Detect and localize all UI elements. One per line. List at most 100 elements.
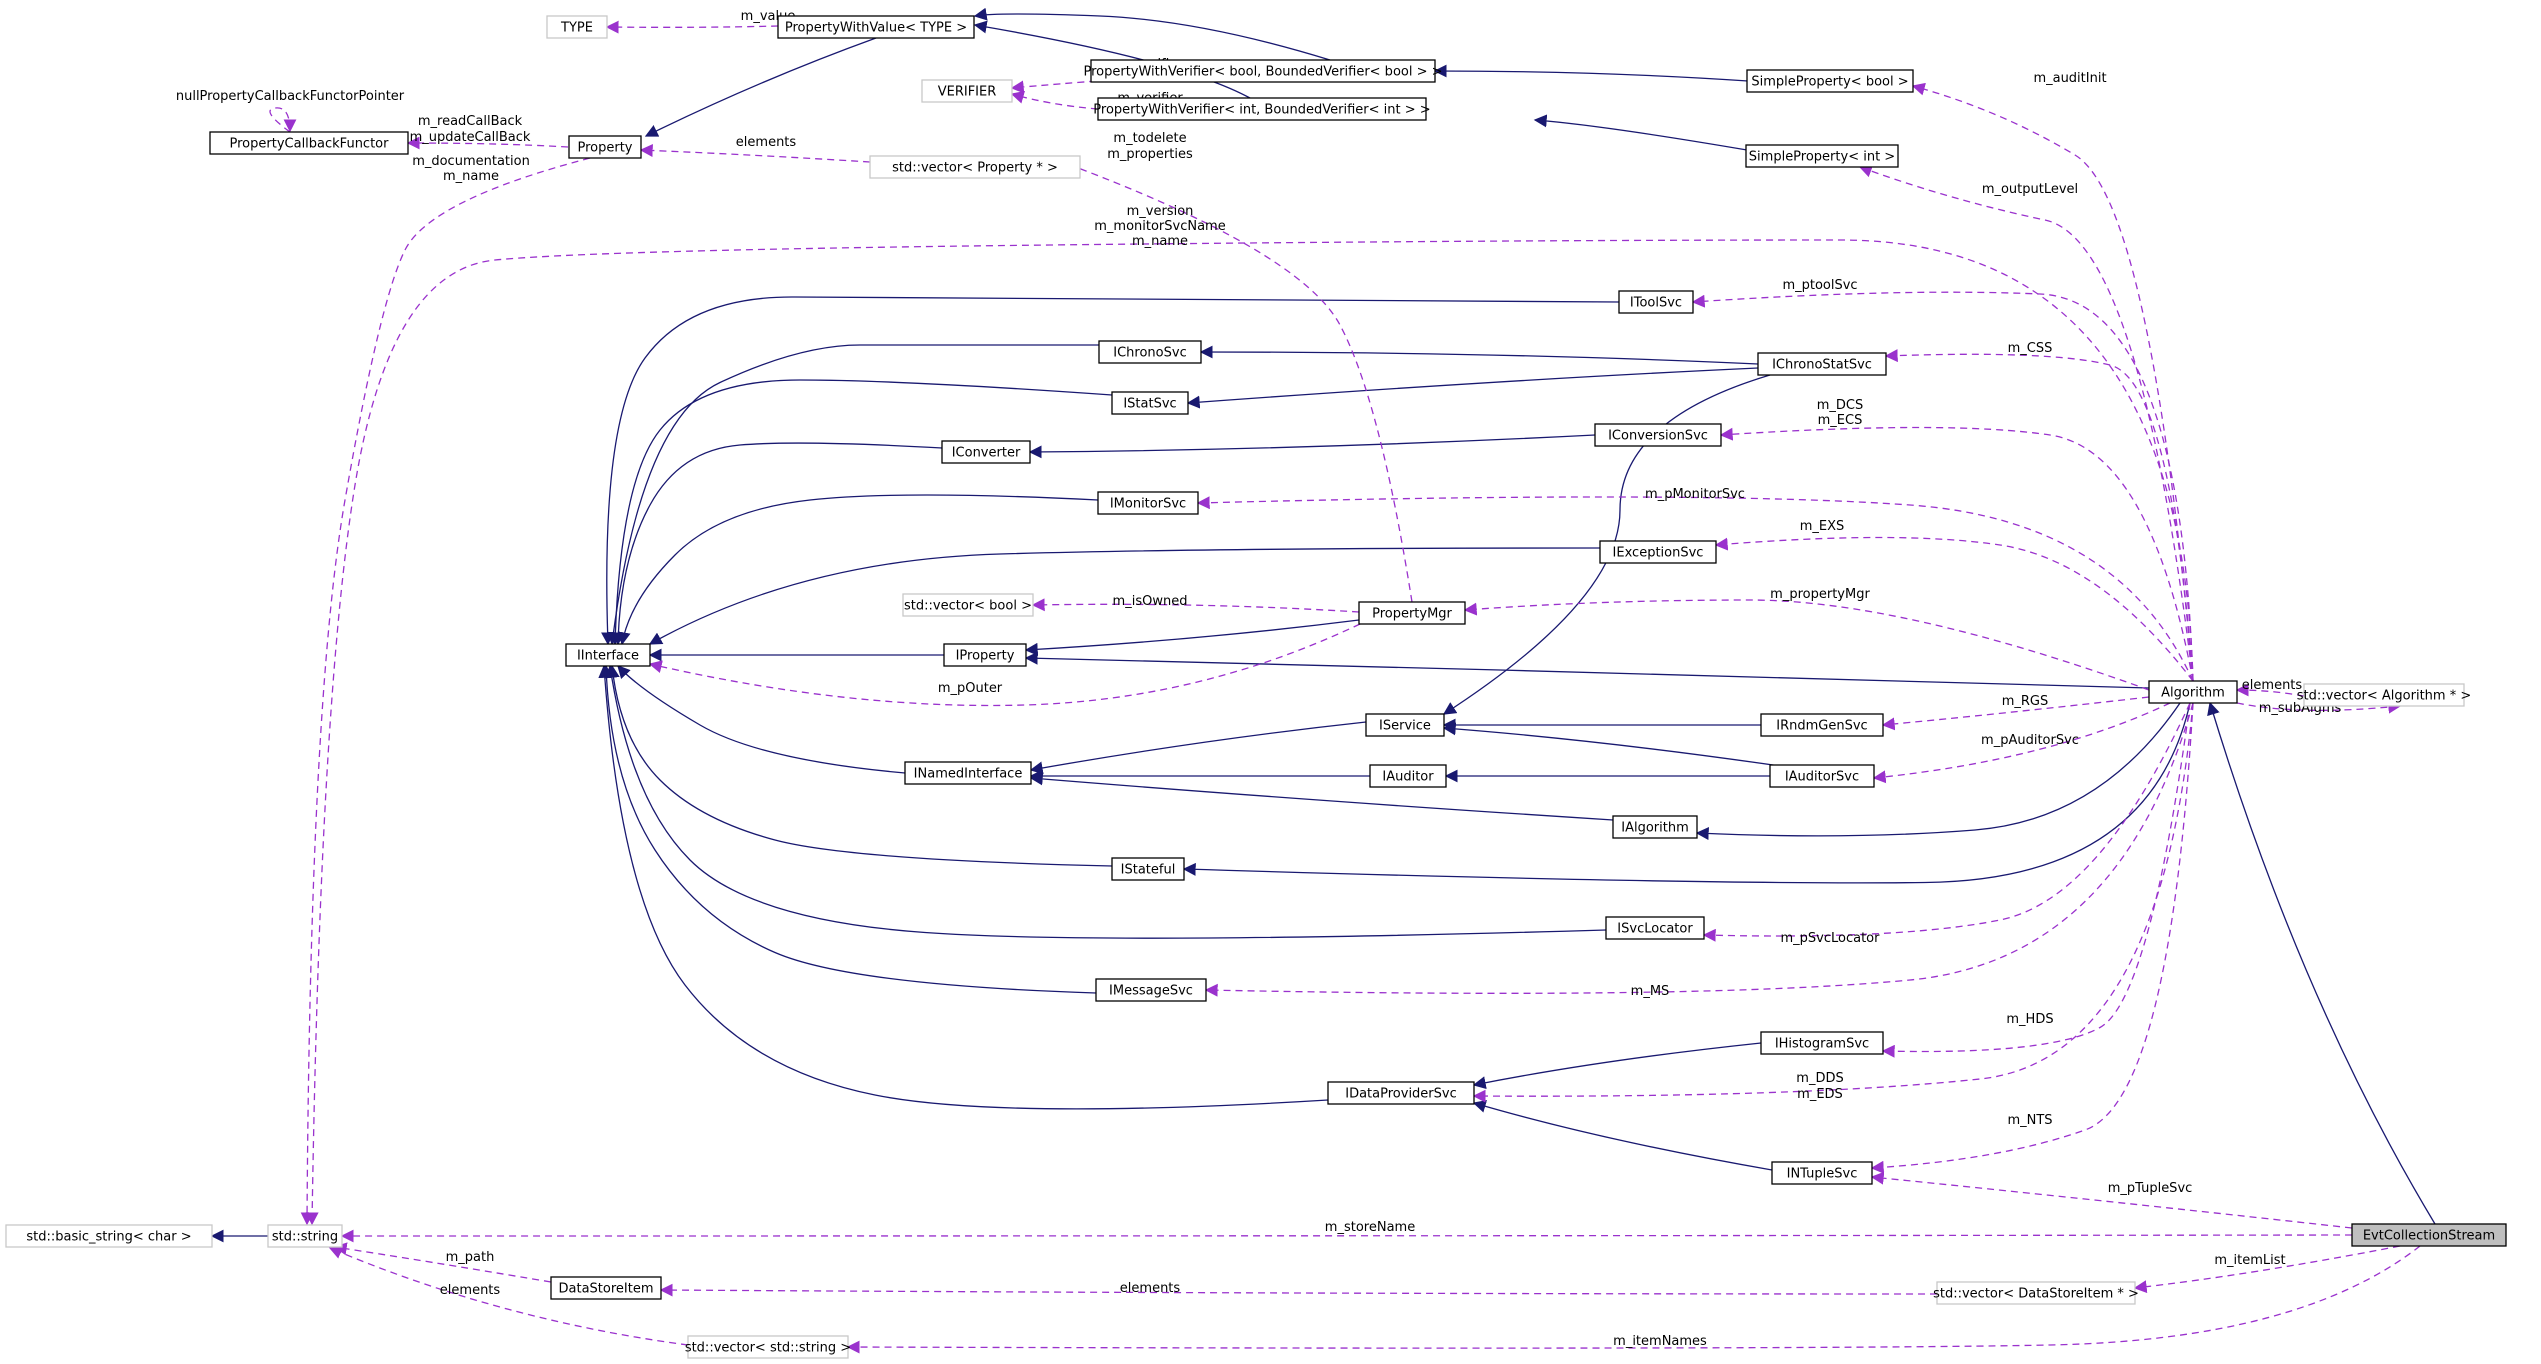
edge-label-m-nts: m_NTS <box>2007 1113 2052 1128</box>
class-node-iinterface[interactable]: IInterface <box>565 643 651 667</box>
class-node-pwvbool[interactable]: PropertyWithVerifier< bool, BoundedVerif… <box>1083 59 1443 83</box>
class-node-isvc-locator[interactable]: ISvcLocator <box>1605 916 1705 940</box>
inheritance-edge-itool-svc-to-iinterface <box>601 296 1620 646</box>
class-box <box>1097 491 1199 515</box>
class-node-algorithm[interactable]: Algorithm <box>2148 680 2238 704</box>
edge-label-m-version: m_version <box>1127 204 1194 219</box>
class-box <box>1095 978 1207 1002</box>
inheritance-edge-ichrono-svc-to-iinterface <box>607 344 1099 646</box>
class-node-basic-string[interactable]: std::basic_string< char > <box>5 1224 213 1248</box>
class-box <box>1599 540 1717 564</box>
class-node-irndm-gen-svc[interactable]: IRndmGenSvc <box>1760 713 1884 737</box>
class-node-simple-property-int[interactable]: SimpleProperty< int > <box>1745 144 1899 168</box>
class-node-data-store-item[interactable]: DataStoreItem <box>550 1276 662 1300</box>
edge-label-m-ms: m_MS <box>1631 984 1670 999</box>
class-node-property[interactable]: Property <box>568 135 642 159</box>
class-name: std::vector< Algorithm * > <box>2297 689 2471 704</box>
class-node-iconversion-svc[interactable]: IConversionSvc <box>1594 423 1722 447</box>
class-name: std::string <box>272 1230 338 1245</box>
inheritance-edge-simple-property-bool-to-pwvbool <box>1433 64 1749 82</box>
class-node-type[interactable]: TYPE <box>546 15 608 39</box>
edge-label-elements: elements <box>440 1283 501 1298</box>
class-node-simple-property-bool[interactable]: SimpleProperty< bool > <box>1746 69 1914 93</box>
class-name: SimpleProperty< bool > <box>1751 75 1908 90</box>
class-box <box>1760 1031 1884 1055</box>
class-node-vector-data-store-item[interactable]: std::vector< DataStoreItem * > <box>1933 1281 2139 1305</box>
class-box <box>1757 352 1887 376</box>
class-box <box>1771 1161 1873 1185</box>
class-node-iconverter[interactable]: IConverter <box>941 440 1031 464</box>
edge-label-m-item-list: m_itemList <box>2214 1253 2285 1268</box>
member-edge-property-with-value-to-type <box>605 20 779 34</box>
class-box <box>1365 713 1445 737</box>
edge-label-m-path: m_path <box>446 1250 495 1265</box>
class-node-property-mgr[interactable]: PropertyMgr <box>1358 601 1466 625</box>
class-node-ichrono-stat-svc[interactable]: IChronoStatSvc <box>1757 352 1887 376</box>
class-node-vector-bool[interactable]: std::vector< bool > <box>902 593 1034 617</box>
class-box <box>1369 764 1447 788</box>
class-name: IStatSvc <box>1123 397 1176 412</box>
edge-label-m-hds: m_HDS <box>2006 1012 2053 1027</box>
class-box <box>943 643 1027 667</box>
class-box <box>1745 144 1899 168</box>
class-node-verifier[interactable]: VERIFIER <box>921 79 1013 103</box>
class-name: ISvcLocator <box>1617 922 1693 937</box>
class-node-vector-algorithm[interactable]: std::vector< Algorithm * > <box>2297 683 2471 707</box>
class-node-intuple-svc[interactable]: INTupleSvc <box>1771 1161 1873 1185</box>
inheritance-edge-imessage-svc-to-iinterface <box>599 664 1097 994</box>
class-node-itool-svc[interactable]: IToolSvc <box>1618 290 1694 314</box>
class-node-property-callback-functor[interactable]: PropertyCallbackFunctor <box>209 131 409 155</box>
class-node-istateful[interactable]: IStateful <box>1111 857 1185 881</box>
edge-labels-layer: m_valuem_verifierm_verifierm_auditInitm_… <box>176 9 2342 1349</box>
inheritance-edge-simple-property-int-to-pwvint <box>1533 114 1748 151</box>
member-edge-vector-property-to-property <box>639 143 871 163</box>
member-edge-property-callback-functor-to-property-callback-functor <box>269 107 297 133</box>
inheritance-edge-evt-collection-stream-to-algorithm <box>2207 701 2436 1225</box>
member-edge-algorithm-to-ichrono-stat-svc <box>1884 349 2194 682</box>
class-node-iauditor[interactable]: IAuditor <box>1369 764 1447 788</box>
class-node-pwvint[interactable]: PropertyWithVerifier< int, BoundedVerifi… <box>1093 97 1431 121</box>
member-edge-property-to-std-string <box>300 157 591 1226</box>
class-name: PropertyMgr <box>1372 607 1452 622</box>
class-node-vector-property[interactable]: std::vector< Property * > <box>869 155 1081 179</box>
class-node-evt-collection-stream[interactable]: EvtCollectionStream <box>2351 1223 2507 1247</box>
class-node-imessage-svc[interactable]: IMessageSvc <box>1095 978 1207 1002</box>
class-box <box>1358 601 1466 625</box>
inheritance-edge-iconverter-to-iinterface <box>611 442 943 646</box>
edge-label-m-property-mgr: m_propertyMgr <box>1770 587 1870 602</box>
class-box <box>267 1224 343 1248</box>
edge-label-m-todelete: m_todelete <box>1113 131 1186 146</box>
inheritance-edge-pwvbool-to-property-with-value <box>973 7 1331 61</box>
class-node-vector-string[interactable]: std::vector< std::string > <box>685 1335 851 1359</box>
class-box <box>904 761 1032 785</box>
class-box <box>1612 815 1698 839</box>
class-node-ihistogram-svc[interactable]: IHistogramSvc <box>1760 1031 1884 1055</box>
member-edge-algorithm-to-imonitor-svc <box>1196 496 2194 682</box>
class-name: IChronoSvc <box>1113 346 1186 361</box>
class-node-iauditor-svc[interactable]: IAuditorSvc <box>1769 764 1875 788</box>
class-name: IService <box>1379 719 1431 734</box>
class-node-property-with-value[interactable]: PropertyWithValue< TYPE > <box>777 15 975 39</box>
inheritance-edge-iexception-svc-to-iinterface <box>648 547 1601 645</box>
edge-label-m-css: m_CSS <box>2008 341 2053 356</box>
class-node-imonitor-svc[interactable]: IMonitorSvc <box>1097 491 1199 515</box>
class-node-ialgorithm[interactable]: IAlgorithm <box>1612 815 1698 839</box>
edge-label-m-p-outer: m_pOuter <box>938 681 1003 696</box>
class-name: IToolSvc <box>1630 296 1682 311</box>
class-node-iexception-svc[interactable]: IExceptionSvc <box>1599 540 1717 564</box>
class-node-ichrono-svc[interactable]: IChronoSvc <box>1098 340 1202 364</box>
member-edge-algorithm-to-itool-svc <box>1691 291 2194 682</box>
class-node-iservice[interactable]: IService <box>1365 713 1445 737</box>
member-edge-property-mgr-to-iinterface <box>648 623 1361 707</box>
class-node-iproperty[interactable]: IProperty <box>943 643 1027 667</box>
inheritance-edge-algorithm-to-istateful <box>1182 702 2191 884</box>
class-name: IChronoStatSvc <box>1772 358 1872 373</box>
class-node-idata-provider-svc[interactable]: IDataProviderSvc <box>1327 1081 1475 1105</box>
class-name: SimpleProperty< int > <box>1749 150 1895 165</box>
class-node-istat-svc[interactable]: IStatSvc <box>1111 391 1189 415</box>
inheritance-edge-ichrono-stat-svc-to-ichrono-svc <box>1199 345 1759 365</box>
inheritance-edge-property-mgr-to-iproperty <box>1024 619 1360 656</box>
inheritance-edge-inamed-interface-to-iinterface <box>617 665 906 774</box>
class-node-inamed-interface[interactable]: INamedInterface <box>904 761 1032 785</box>
class-node-std-string[interactable]: std::string <box>267 1224 343 1248</box>
